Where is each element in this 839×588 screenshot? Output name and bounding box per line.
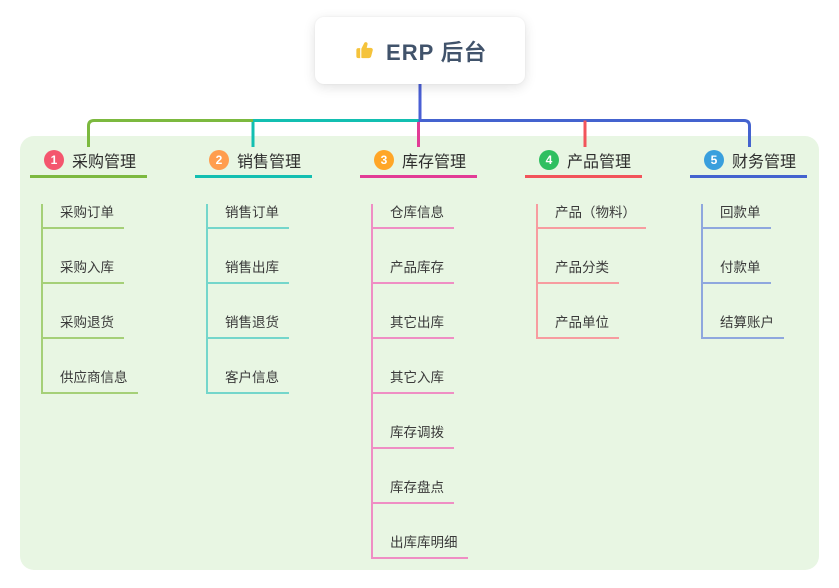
child-node: 仓库信息 [373,204,477,229]
branch-number-badge: 5 [704,150,724,170]
branch-number-badge: 2 [209,150,229,170]
branches-background-panel [20,136,819,570]
branch-number-badge: 3 [374,150,394,170]
child-node-label[interactable]: 供应商信息 [43,369,138,394]
child-node-label[interactable]: 销售退货 [208,314,289,339]
child-node-label[interactable]: 其它入库 [373,369,454,394]
thumbs-up-icon [356,42,373,59]
branch-3: 3 库存管理 仓库信息 产品库存 其它出库 其它入库 库存调拨 库存盘点 出库库… [360,145,477,559]
child-node: 结算账户 [703,314,807,339]
branch-4: 4 产品管理 产品（物料） 产品分类 产品单位 [525,145,646,339]
child-node-label[interactable]: 采购订单 [43,204,124,229]
child-node: 库存调拨 [373,424,477,449]
root-node-erp[interactable]: ERP 后台 [315,17,525,84]
child-node: 采购入库 [43,259,147,284]
branch-label: 采购管理 [72,154,137,171]
child-node-label[interactable]: 其它出库 [373,314,454,339]
child-node: 产品单位 [538,314,646,339]
branch-title-node[interactable]: 2 销售管理 [195,145,312,178]
branch-children-rail: 回款单 付款单 结算账户 [701,204,807,339]
branch-children-rail: 销售订单 销售出库 销售退货 客户信息 [206,204,312,394]
child-node-label[interactable]: 采购退货 [43,314,124,339]
child-node: 回款单 [703,204,807,229]
child-node-label[interactable]: 回款单 [703,204,771,229]
child-node: 产品分类 [538,259,646,284]
branch-label: 产品管理 [567,154,632,171]
child-node-label[interactable]: 销售出库 [208,259,289,284]
child-node-label[interactable]: 产品分类 [538,259,619,284]
child-node: 销售出库 [208,259,312,284]
child-node-label[interactable]: 结算账户 [703,314,784,339]
child-node: 采购订单 [43,204,147,229]
child-node-label[interactable]: 库存盘点 [373,479,454,504]
child-node-label[interactable]: 出库库明细 [373,534,468,559]
child-node: 销售订单 [208,204,312,229]
branch-5: 5 财务管理 回款单 付款单 结算账户 [690,145,807,339]
child-node: 出库库明细 [373,534,477,559]
branch-children-rail: 产品（物料） 产品分类 产品单位 [536,204,646,339]
child-node: 供应商信息 [43,369,147,394]
child-node: 其它入库 [373,369,477,394]
child-node-label[interactable]: 仓库信息 [373,204,454,229]
branch-number-badge: 4 [539,150,559,170]
child-node-label[interactable]: 产品（物料） [538,204,646,229]
child-node: 销售退货 [208,314,312,339]
child-node: 付款单 [703,259,807,284]
child-node-label[interactable]: 库存调拨 [373,424,454,449]
child-node-label[interactable]: 付款单 [703,259,771,284]
branch-title-node[interactable]: 1 采购管理 [30,145,147,178]
branch-children-rail: 采购订单 采购入库 采购退货 供应商信息 [41,204,147,394]
child-node: 产品（物料） [538,204,646,229]
child-node: 客户信息 [208,369,312,394]
child-node-label[interactable]: 产品库存 [373,259,454,284]
child-node-label[interactable]: 销售订单 [208,204,289,229]
branch-number-badge: 1 [44,150,64,170]
branch-label: 库存管理 [402,154,467,171]
branch-1: 1 采购管理 采购订单 采购入库 采购退货 供应商信息 [30,145,147,394]
child-node: 其它出库 [373,314,477,339]
branch-label: 财务管理 [732,154,797,171]
branch-title-node[interactable]: 4 产品管理 [525,145,642,178]
branch-title-node[interactable]: 5 财务管理 [690,145,807,178]
child-node: 库存盘点 [373,479,477,504]
branch-label: 销售管理 [237,154,302,171]
child-node-label[interactable]: 采购入库 [43,259,124,284]
branch-title-node[interactable]: 3 库存管理 [360,145,477,178]
branch-2: 2 销售管理 销售订单 销售出库 销售退货 客户信息 [195,145,312,394]
child-node-label[interactable]: 产品单位 [538,314,619,339]
child-node: 产品库存 [373,259,477,284]
child-node: 采购退货 [43,314,147,339]
root-node-label: ERP 后台 [386,39,487,65]
branch-children-rail: 仓库信息 产品库存 其它出库 其它入库 库存调拨 库存盘点 出库库明细 [371,204,477,559]
child-node-label[interactable]: 客户信息 [208,369,289,394]
